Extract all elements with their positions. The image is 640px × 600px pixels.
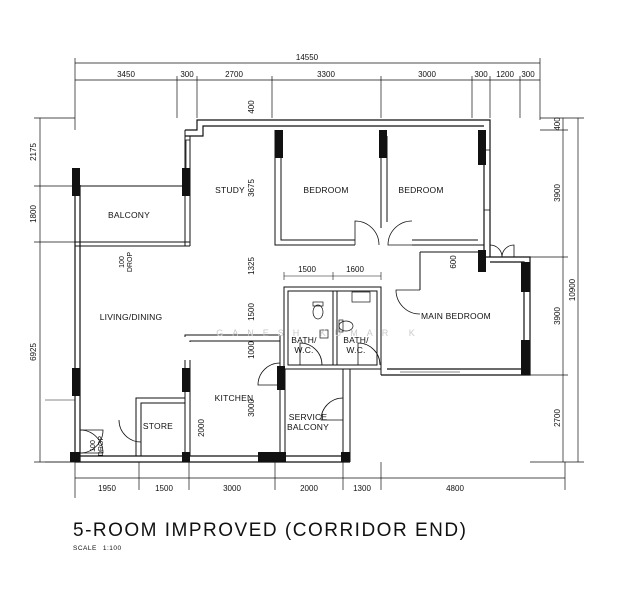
bottom-dimensions: 1950 1500 3000 2000 1300 4800 — [98, 484, 464, 493]
right-outer-dim: 10900 — [568, 278, 577, 301]
bottom-dim-1: 1950 — [98, 484, 116, 493]
study-top-dim: 400 — [247, 100, 256, 114]
top-dim-4: 3300 — [317, 70, 335, 79]
right-dim-1: 400 — [553, 117, 562, 131]
right-dim-2: 3900 — [553, 184, 562, 202]
kitchen-upper-dim: 1000 — [247, 341, 256, 359]
structural-columns — [70, 130, 530, 462]
bath-2-label: BATH/W.C. — [343, 335, 369, 355]
balcony-label: BALCONY — [108, 210, 150, 220]
main-bedroom-label: MAIN BEDROOM — [421, 311, 491, 321]
bottom-dim-5: 1300 — [353, 484, 371, 493]
bath-1-label: BATH/W.C. — [291, 335, 317, 355]
kitchen-height-dim: 3000 — [247, 399, 256, 417]
doors-and-windows — [45, 139, 531, 463]
bedroom-1-label: BEDROOM — [303, 185, 348, 195]
store-height-dim: 2000 — [197, 419, 206, 437]
top-dim-2: 300 — [180, 70, 194, 79]
room-labels: BALCONY STUDY BEDROOM BEDROOM LIVING/DIN… — [100, 185, 491, 431]
right-dim-4: 2700 — [553, 409, 562, 427]
study-height-dim: 3675 — [247, 179, 256, 197]
interior-walls — [75, 130, 484, 462]
entrance-drop-note: 100DROP — [90, 436, 105, 457]
right-dimensions: 10900 400 3900 3900 2700 — [553, 117, 577, 427]
corridor-dim: 1325 — [247, 257, 256, 275]
kitchen-label: KITCHEN — [215, 393, 254, 403]
top-dim-7: 1200 — [496, 70, 514, 79]
bedroom-2-label: BEDROOM — [398, 185, 443, 195]
bottom-dim-4: 2000 — [300, 484, 318, 493]
living-dining-label: LIVING/DINING — [100, 312, 163, 322]
bottom-dimension-lines — [74, 462, 566, 498]
plan-title: 5-ROOM IMPROVED (CORRIDOR END) — [73, 520, 468, 541]
interior-dimensions: 400 3675 1325 1500 1000 3000 2000 600 15… — [197, 100, 458, 437]
top-total-dim: 14550 — [296, 53, 319, 62]
study-label: STUDY — [215, 185, 245, 195]
bathroom-fixtures — [312, 291, 371, 339]
balcony-drop-note: 100DROP — [119, 252, 134, 273]
top-dim-3: 2700 — [225, 70, 243, 79]
bottom-dim-6: 4800 — [446, 484, 464, 493]
top-dim-5: 3000 — [418, 70, 436, 79]
left-dim-3: 6925 — [29, 343, 38, 361]
top-dim-8: 300 — [521, 70, 535, 79]
watermark: GANESH KUMAR K — [216, 328, 424, 338]
right-dim-3: 3900 — [553, 307, 562, 325]
scale-label: SCALE — [73, 545, 97, 552]
bottom-dim-3: 3000 — [223, 484, 241, 493]
top-dim-1: 3450 — [117, 70, 135, 79]
left-dimensions: 2175 1800 6925 — [29, 143, 38, 361]
left-dimension-lines — [34, 117, 75, 463]
bath-dimension-line — [283, 272, 382, 280]
left-dim-2: 1800 — [29, 205, 38, 223]
top-dim-6: 300 — [474, 70, 488, 79]
bath-width-2-dim: 1600 — [346, 265, 364, 274]
top-dimension-lines — [74, 58, 541, 130]
door-offset-dim: 600 — [449, 255, 458, 269]
bottom-dim-2: 1500 — [155, 484, 173, 493]
right-dimension-lines — [530, 117, 584, 463]
bath-width-1-dim: 1500 — [298, 265, 316, 274]
bath-height-dim: 1500 — [247, 303, 256, 321]
scale-value: 1:100 — [102, 545, 122, 552]
left-dim-1: 2175 — [29, 143, 38, 161]
top-dimensions: 14550 3450 300 2700 3300 3000 300 1200 3… — [117, 53, 535, 79]
store-label: STORE — [143, 421, 173, 431]
scale-note: SCALE 1:100 — [73, 545, 128, 552]
